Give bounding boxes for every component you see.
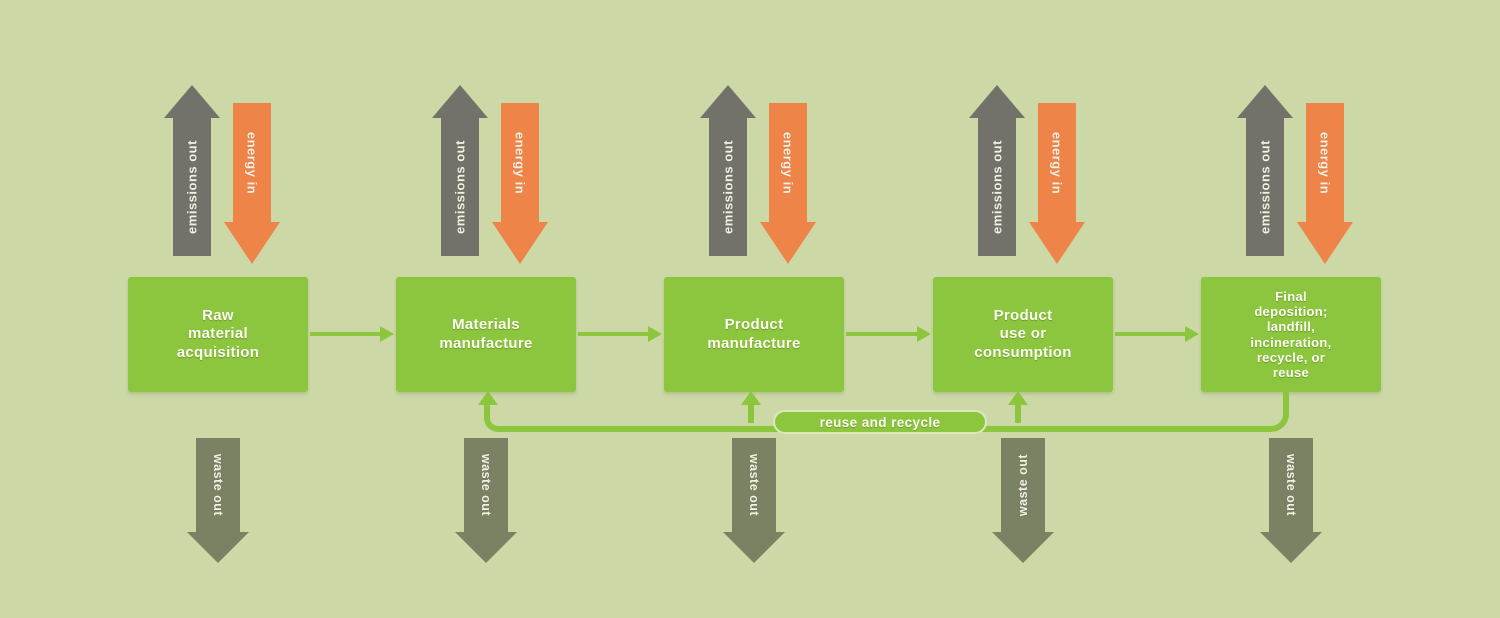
arrow-up-head <box>700 85 756 118</box>
flow-arrow-stage3-to-stage4 <box>846 326 931 342</box>
arrow-down-head <box>187 532 249 563</box>
connector-line <box>1115 332 1187 336</box>
arrow-down-head <box>1260 532 1322 563</box>
arrow-down-head <box>723 532 785 563</box>
stage-column-product-use: emissions out energy in Product use or c… <box>933 0 1113 618</box>
arrow-right-head <box>1185 326 1199 342</box>
waste-out-arrow: waste out <box>187 438 249 563</box>
arrow-up-head <box>1237 85 1293 118</box>
arrow-up-head-into-product-use <box>1008 391 1028 405</box>
arrow-down-head <box>224 222 280 264</box>
stage-box-materials-manufacture: Materials manufacture <box>396 277 576 392</box>
waste-out-label: waste out <box>1284 453 1298 517</box>
emissions-out-arrow: emissions out <box>969 85 1025 256</box>
waste-out-label: waste out <box>211 453 225 517</box>
energy-in-label: energy in <box>1049 131 1065 194</box>
stage-box-final-deposition: Final deposition; landfill, incineration… <box>1201 277 1381 392</box>
energy-in-arrow: energy in <box>1297 103 1353 264</box>
arrow-down-head <box>1029 222 1085 264</box>
arrow-down-head <box>455 532 517 563</box>
emissions-out-label: emissions out <box>1257 140 1273 234</box>
arrow-up-head-into-materials-manufacture <box>478 391 498 405</box>
energy-in-label: energy in <box>1317 131 1333 194</box>
arrow-up-head <box>969 85 1025 118</box>
flow-arrow-stage4-to-stage5 <box>1115 326 1199 342</box>
connector-line <box>578 332 650 336</box>
waste-out-arrow: waste out <box>723 438 785 563</box>
emissions-out-label: emissions out <box>720 140 736 234</box>
emissions-out-arrow: emissions out <box>164 85 220 256</box>
arrow-down-head <box>760 222 816 264</box>
arrow-up-head <box>432 85 488 118</box>
emissions-out-arrow: emissions out <box>432 85 488 256</box>
flow-arrow-stage1-to-stage2 <box>310 326 394 342</box>
stage-column-final-deposition: emissions out energy in Final deposition… <box>1201 0 1381 618</box>
arrow-up-head <box>164 85 220 118</box>
energy-in-label: energy in <box>780 131 796 194</box>
emissions-out-label: emissions out <box>452 140 468 234</box>
reuse-branch-stub <box>1015 403 1021 423</box>
waste-out-arrow: waste out <box>1260 438 1322 563</box>
energy-in-arrow: energy in <box>1029 103 1085 264</box>
waste-out-label: waste out <box>479 453 493 517</box>
energy-in-arrow: energy in <box>492 103 548 264</box>
emissions-out-arrow: emissions out <box>700 85 756 256</box>
arrow-right-head <box>380 326 394 342</box>
reuse-branch-stub <box>748 403 754 423</box>
emissions-out-arrow: emissions out <box>1237 85 1293 256</box>
stage-column-materials-manufacture: emissions out energy in Materials manufa… <box>396 0 576 618</box>
stage-box-raw-material-acquisition: Raw material acquisition <box>128 277 308 392</box>
arrow-down-head <box>492 222 548 264</box>
reuse-recycle-left-curve <box>484 400 510 432</box>
arrow-down-head <box>1297 222 1353 264</box>
emissions-out-label: emissions out <box>989 140 1005 234</box>
arrow-right-head <box>917 326 931 342</box>
flow-arrow-stage2-to-stage3 <box>578 326 662 342</box>
stage-box-product-use-or-consumption: Product use or consumption <box>933 277 1113 392</box>
connector-line <box>846 332 919 336</box>
emissions-out-label: emissions out <box>184 140 200 234</box>
reuse-recycle-label: reuse and recycle <box>773 410 987 434</box>
waste-out-arrow: waste out <box>455 438 517 563</box>
stage-column-raw-material: emissions out energy in Raw material acq… <box>128 0 308 618</box>
waste-out-label: waste out <box>1016 453 1030 517</box>
energy-in-label: energy in <box>244 131 260 194</box>
waste-out-label: waste out <box>747 453 761 517</box>
arrow-up-head-into-product-manufacture <box>741 391 761 405</box>
stage-box-product-manufacture: Product manufacture <box>664 277 844 392</box>
energy-in-arrow: energy in <box>760 103 816 264</box>
stage-column-product-manufacture: emissions out energy in Product manufact… <box>664 0 844 618</box>
energy-in-arrow: energy in <box>224 103 280 264</box>
waste-out-arrow: waste out <box>992 438 1054 563</box>
energy-in-label: energy in <box>512 131 528 194</box>
arrow-right-head <box>648 326 662 342</box>
arrow-down-head <box>992 532 1054 563</box>
connector-line <box>310 332 382 336</box>
